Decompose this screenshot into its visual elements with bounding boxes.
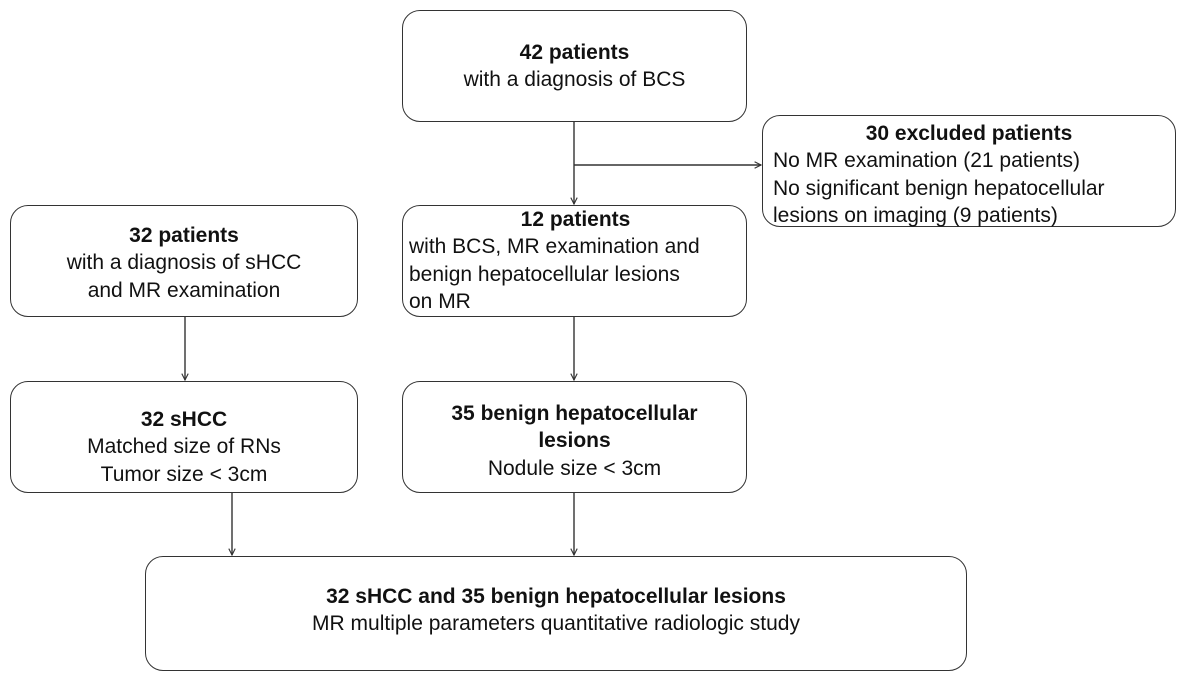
box-title: 12 patients: [520, 208, 631, 231]
box-line: No MR examination (21 patients): [773, 149, 1080, 173]
box-title: 32 sHCC and 35 benign hepatocellular les…: [326, 585, 786, 608]
box-line: Nodule size < 3cm: [487, 456, 662, 480]
box-32-shcc: 32 sHCC Matched size of RNs Tumor size <…: [10, 381, 358, 493]
box-line: with a diagnosis of BCS: [463, 68, 686, 92]
box-bcs-mr-patients: 12 patients with BCS, MR examination and…: [402, 205, 747, 317]
box-title: 35 benign hepatocellular lesions: [451, 402, 698, 453]
box-final-study: 32 sHCC and 35 benign hepatocellular les…: [145, 556, 967, 671]
box-line: Matched size of RNs: [87, 435, 281, 459]
box-line: benign hepatocellular lesions: [409, 262, 680, 286]
box-35-benign-lesions: 35 benign hepatocellular lesions Nodule …: [402, 381, 747, 493]
box-line: and MR examination: [87, 278, 281, 302]
box-line: with BCS, MR examination and: [409, 235, 700, 259]
box-line: MR multiple parameters quantitative radi…: [312, 612, 800, 636]
box-excluded-patients: 30 excluded patients No MR examination (…: [762, 115, 1176, 227]
box-line: Tumor size < 3cm: [100, 462, 268, 486]
box-title: 30 excluded patients: [865, 122, 1073, 145]
box-title: 42 patients: [519, 41, 630, 64]
box-line: on MR: [409, 289, 471, 313]
box-line: lesions on imaging (9 patients): [773, 203, 1058, 227]
box-title: 32 sHCC: [140, 408, 228, 431]
box-line: No significant benign hepatocellular: [773, 176, 1105, 200]
box-bcs-patients: 42 patients with a diagnosis of BCS: [402, 10, 747, 122]
box-line: with a diagnosis of sHCC: [66, 251, 302, 275]
box-title: 32 patients: [129, 224, 239, 247]
box-shcc-patients: 32 patients with a diagnosis of sHCC and…: [10, 205, 358, 317]
